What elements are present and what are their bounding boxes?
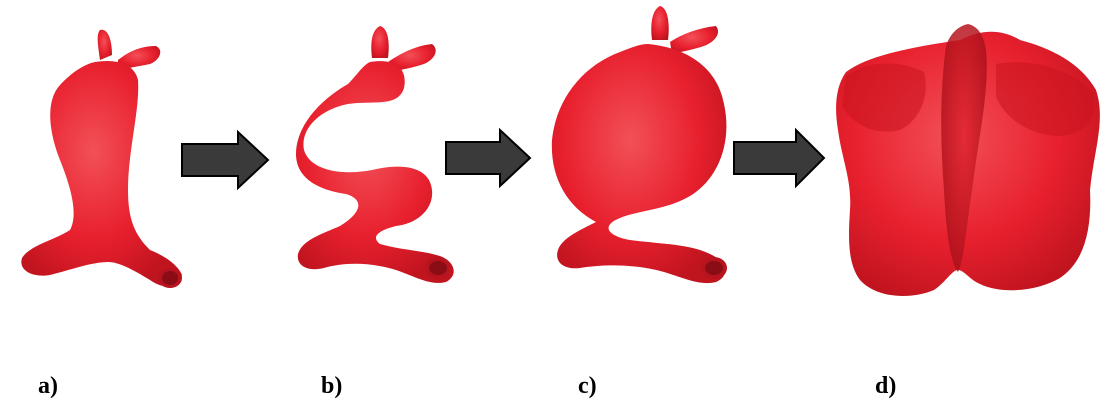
stage-label-a: a) bbox=[38, 374, 58, 398]
stage-a-heart-tube bbox=[21, 30, 182, 288]
stage-label-b: b) bbox=[321, 374, 342, 398]
stage-b-looping-tube bbox=[296, 26, 454, 283]
arrow-3-right-arrow bbox=[734, 130, 824, 186]
stage-label-c: c) bbox=[578, 374, 597, 398]
stage-d-four-chambered-heart bbox=[836, 24, 1100, 296]
stage-label-d: d) bbox=[875, 374, 896, 398]
arrow-1-right-arrow bbox=[182, 132, 268, 188]
arrow-2-right-arrow bbox=[446, 130, 530, 186]
stage-c-looped-tube bbox=[552, 6, 727, 283]
